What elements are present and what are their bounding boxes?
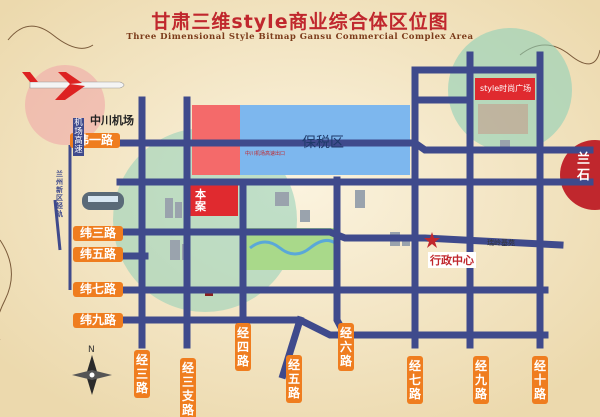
map-subtitle: Three Dimensional Style Bitmap Gansu Com… bbox=[126, 32, 474, 42]
project-block bbox=[190, 183, 238, 216]
project-label: 本案 bbox=[195, 188, 206, 213]
admin-center-label: 行政中心 bbox=[428, 252, 476, 268]
road-label-jing6: 经六路 bbox=[338, 323, 354, 371]
road-label-wei7: 纬七路 bbox=[73, 282, 123, 297]
road-label-jing9: 经九路 bbox=[473, 356, 489, 404]
edge-city-marker bbox=[560, 140, 600, 210]
rail-line-label: 兰州新区轻轨 bbox=[56, 170, 63, 218]
road-label-jing7: 经七路 bbox=[407, 356, 423, 404]
rail-line bbox=[53, 199, 62, 251]
road-label-jing5: 经五路 bbox=[286, 355, 302, 403]
road-label-jing4: 经四路 bbox=[235, 323, 251, 371]
airport-expressway-label: 机场高速 bbox=[73, 118, 84, 156]
swirl-decoration bbox=[0, 239, 12, 340]
plaza-footprint bbox=[478, 104, 528, 134]
road-label-jing3: 经三路 bbox=[134, 350, 150, 398]
road-label-jing3-branch: 经三支路 bbox=[180, 358, 196, 417]
compass-north-label: N bbox=[88, 345, 95, 355]
map-title: 甘肃三维style商业综合体区位图 bbox=[151, 11, 449, 33]
compass-icon bbox=[72, 355, 112, 395]
park-river bbox=[249, 238, 336, 256]
road-label-jing10: 经十路 bbox=[532, 356, 548, 404]
edge-city-label: 兰石 bbox=[577, 152, 591, 183]
road-label-wei5: 纬五路 bbox=[73, 247, 123, 262]
airplane-icon bbox=[22, 72, 125, 100]
road-label-wei9: 纬九路 bbox=[73, 313, 123, 328]
swirl-decoration bbox=[7, 25, 94, 49]
admin-center-star-icon bbox=[424, 232, 440, 248]
road-label-wei3: 纬三路 bbox=[73, 226, 123, 241]
airport-label: 中川机场 bbox=[90, 114, 134, 127]
style-plaza-block bbox=[475, 78, 535, 100]
bonded-zone-label: 保税区 bbox=[302, 135, 344, 151]
style-plaza-label: style时尚广场 bbox=[480, 84, 532, 93]
minor-top-label: 中川机场高速出口 bbox=[245, 151, 286, 157]
ruiling-label: 瑞岭基苑 bbox=[487, 239, 515, 247]
train-icon bbox=[82, 192, 124, 210]
